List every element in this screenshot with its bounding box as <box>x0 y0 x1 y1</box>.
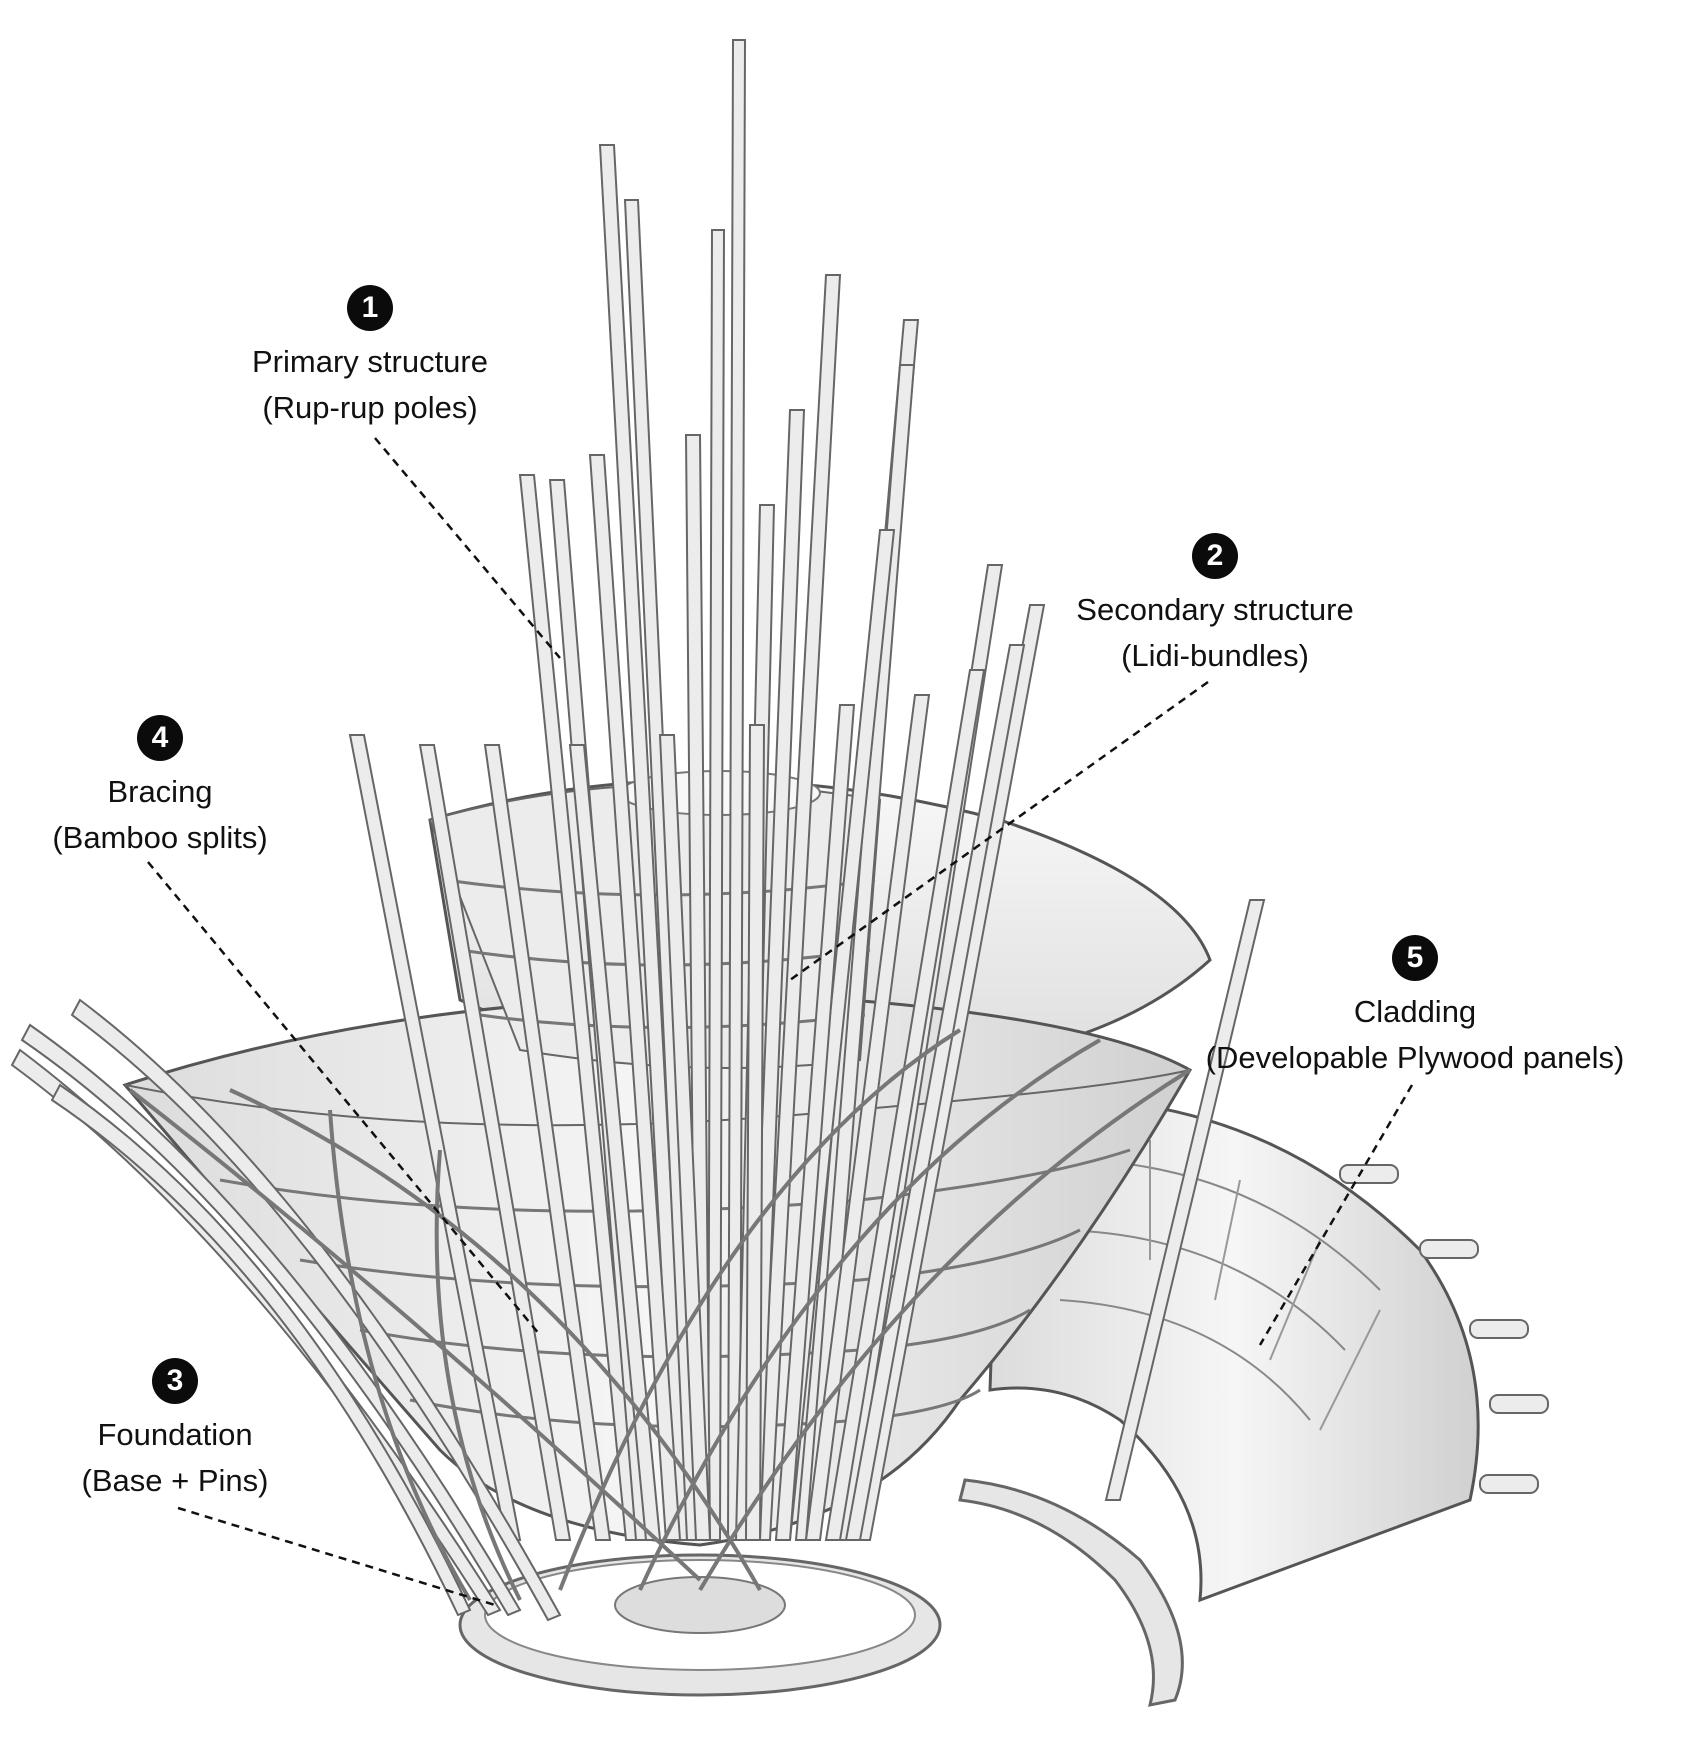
label-subtitle: (Base + Pins) <box>81 1463 269 1498</box>
primary-poles <box>348 39 1266 1541</box>
label-foundation: 3 Foundation (Base + Pins) <box>55 1358 295 1504</box>
label-title: Cladding <box>1353 994 1477 1029</box>
badge-5: 5 <box>1392 935 1438 981</box>
leader-bracing <box>147 861 541 1336</box>
label-subtitle: (Bamboo splits) <box>52 820 268 855</box>
label-subtitle: (Rup-rup poles) <box>262 390 478 425</box>
badge-4: 4 <box>137 715 183 761</box>
label-cladding: 5 Cladding (Developable Plywood panels) <box>1180 935 1650 1081</box>
label-title: Bracing <box>107 774 213 809</box>
label-subtitle: (Developable Plywood panels) <box>1205 1040 1625 1075</box>
leader-lines <box>147 437 1414 1607</box>
right-wing-pins <box>1339 1164 1549 1494</box>
bracing-splits <box>128 1028 1192 1602</box>
label-secondary-structure: 2 Secondary structure (Lidi-bundles) <box>1050 533 1380 679</box>
leader-primary <box>374 437 561 659</box>
leader-secondary <box>789 680 1209 982</box>
label-bracing: 4 Bracing (Bamboo splits) <box>30 715 290 861</box>
badge-2: 2 <box>1192 533 1238 579</box>
badge-1: 1 <box>347 285 393 331</box>
outer-left-poles <box>10 998 562 1622</box>
foundation-base <box>458 1478 1184 1707</box>
label-title: Secondary structure <box>1076 592 1354 627</box>
badge-3: 3 <box>152 1358 198 1404</box>
label-primary-structure: 1 Primary structure (Rup-rup poles) <box>220 285 520 431</box>
label-title: Primary structure <box>252 344 488 379</box>
label-subtitle: (Lidi-bundles) <box>1121 638 1309 673</box>
label-title: Foundation <box>97 1417 253 1452</box>
